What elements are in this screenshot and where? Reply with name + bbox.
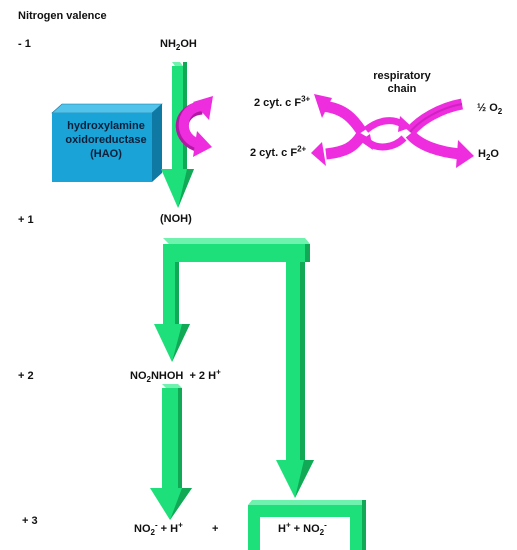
- water-label: H2O: [478, 148, 499, 163]
- species-noh: (NOH): [160, 213, 192, 225]
- valence-plus-2: + 2: [18, 370, 34, 382]
- oxygen-sub: 2: [497, 107, 503, 117]
- hao-line-1: hydroxylamine: [67, 120, 145, 132]
- nitro-sub: 2: [146, 375, 151, 385]
- hao-box: [51, 103, 163, 182]
- nitrite-right-sup2: -: [324, 520, 327, 530]
- water-a: H: [478, 148, 486, 160]
- arrow-nitro-to-nitrite: [150, 384, 192, 520]
- oxygen-text: ½ O: [477, 102, 498, 114]
- nitrite-right-a: H: [278, 523, 286, 535]
- cytochrome-reduced-text: 2 cyt. c F: [250, 147, 298, 159]
- cytochrome-reduced: 2 cyt. c F2+: [250, 144, 307, 160]
- valence-minus-1: - 1: [18, 38, 31, 50]
- nitrite-left-a: NO: [134, 523, 151, 535]
- nitrite-right-sup1: +: [285, 520, 291, 530]
- hydroxylamine-base: NH: [160, 38, 176, 50]
- hydroxylamine-tail: OH: [180, 38, 197, 50]
- nitro-sup: +: [216, 367, 221, 377]
- chart-title: Nitrogen valence: [18, 10, 107, 22]
- species-nitrite-left: NO2- + H+: [134, 520, 183, 538]
- cytochrome-oxidized-sup: 3+: [301, 94, 311, 104]
- oxygen-label: ½ O2: [477, 102, 503, 117]
- valence-plus-3: + 3: [22, 515, 38, 527]
- respiratory-line-2: chain: [387, 83, 417, 95]
- water-b: O: [490, 148, 499, 160]
- nitrite-left-sup1: -: [154, 520, 158, 530]
- nitrite-right-b: + NO: [290, 523, 320, 535]
- cytochrome-reduced-sup: 2+: [297, 144, 307, 154]
- cytochrome-oxidized: 2 cyt. c F3+: [254, 94, 311, 110]
- hao-line-3: (HAO): [90, 148, 122, 160]
- hao-label: hydroxylamine oxidoreductase (HAO): [60, 119, 152, 161]
- hydroxylamine-sub: 2: [175, 43, 181, 53]
- species-nitrite-right: H+ + NO2-: [278, 520, 327, 538]
- nitro-b: NHOH + 2 H: [150, 370, 217, 382]
- nitrite-left-b: + H: [157, 523, 179, 535]
- cytochrome-oxidized-text: 2 cyt. c F: [254, 97, 302, 109]
- product-bracket: [248, 500, 366, 550]
- valence-plus-1: + 1: [18, 214, 34, 226]
- hao-line-2: oxidoreductase: [65, 134, 147, 146]
- respiratory-chain-label: respiratory chain: [352, 70, 452, 96]
- respiratory-chain-arrows: [311, 94, 474, 168]
- nitrite-left-sub: 2: [150, 528, 155, 538]
- respiratory-line-1: respiratory: [373, 70, 431, 82]
- nitrite-left-sup2: +: [178, 520, 183, 530]
- cytochrome-cycle-arrow: [175, 96, 213, 157]
- arrow-noh-to-nitro-frame: [154, 238, 314, 498]
- water-sub: 2: [485, 153, 491, 163]
- nitro-a: NO: [130, 370, 147, 382]
- species-nitro: NO2NHOH + 2 H+: [130, 367, 221, 385]
- species-hydroxylamine: NH2OH: [160, 38, 197, 53]
- plus-sign: +: [212, 523, 219, 535]
- nitrite-right-sub: 2: [319, 528, 325, 538]
